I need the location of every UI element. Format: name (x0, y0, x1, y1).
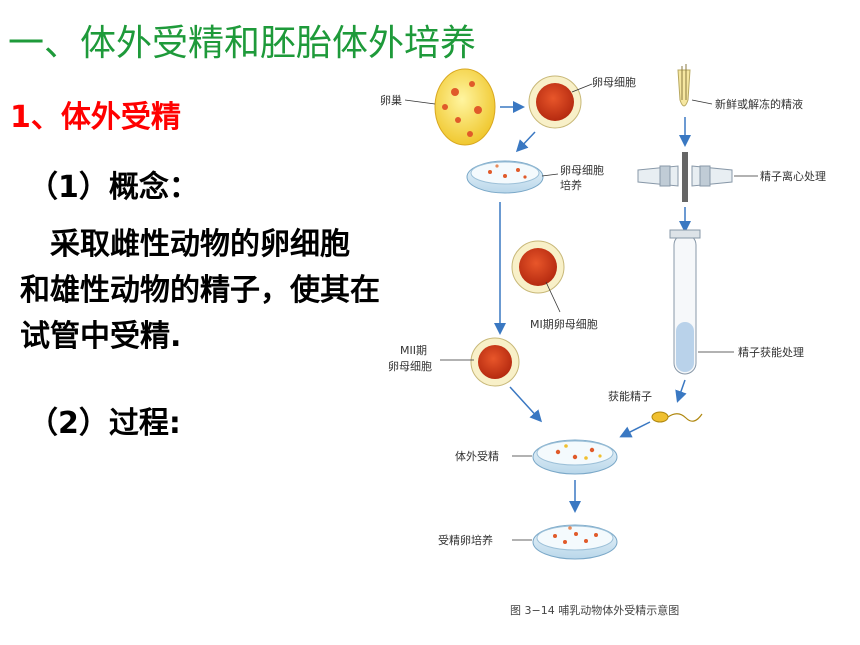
concept-line-3: 试管中受精. (20, 319, 182, 354)
label-centrifuge: 精子离心处理 (760, 169, 826, 183)
section-heading: 1、体外受精 (10, 100, 181, 135)
label-capacitation: 精子获能处理 (738, 345, 804, 359)
concept-line-1: 采取雌性动物的卵细胞 (20, 227, 350, 262)
label-mi-oocyte: MI期卵母细胞 (530, 318, 598, 331)
label-oocyte-culture-2: 培养 (560, 178, 582, 192)
oocyte-culture-dish (466, 160, 544, 194)
concept-label: （1）概念： (28, 170, 199, 205)
label-mii-line1: MII期 (400, 344, 427, 357)
concept-line-2: 和雄性动物的精子，使其在 (20, 273, 380, 308)
slide-title: 一、体外受精和胚胎体外培养 (8, 23, 477, 64)
label-oocyte: 卵母细胞 (592, 76, 636, 89)
test-tube-illustration (669, 229, 701, 375)
concept-body: 采取雌性动物的卵细胞 和雄性动物的精子，使其在 试管中受精. (20, 222, 490, 360)
process-label: （2）过程: (28, 406, 181, 441)
capacitated-sperm-illustration (651, 411, 703, 423)
centrifuge-illustration (637, 152, 733, 202)
label-mii-line2: 卵母细胞 (388, 360, 432, 373)
label-ovary: 卵巢 (380, 94, 402, 107)
semen-pipette (677, 64, 691, 107)
oocyte-illustration (528, 75, 582, 129)
label-semen: 新鲜或解冻的精液 (715, 97, 803, 111)
label-oocyte-culture-1: 卵母细胞 (560, 164, 604, 177)
diagram-caption: 图 3−14 哺乳动物体外受精示意图 (510, 603, 679, 617)
label-ivf: 体外受精 (455, 449, 499, 463)
ivf-dish (532, 439, 618, 475)
mii-oocyte-illustration (470, 337, 520, 387)
ovary-illustration (434, 68, 496, 146)
label-zygote-culture: 受精卵培养 (438, 533, 493, 547)
label-capacitated-sperm: 获能精子 (608, 389, 652, 403)
zygote-culture-dish (532, 524, 618, 560)
mi-oocyte-illustration (511, 240, 565, 294)
ivf-process-diagram: 卵巢 卵母细胞 卵母细胞 培养 MI期卵母细胞 MII期 卵母细胞 新 (380, 64, 826, 617)
